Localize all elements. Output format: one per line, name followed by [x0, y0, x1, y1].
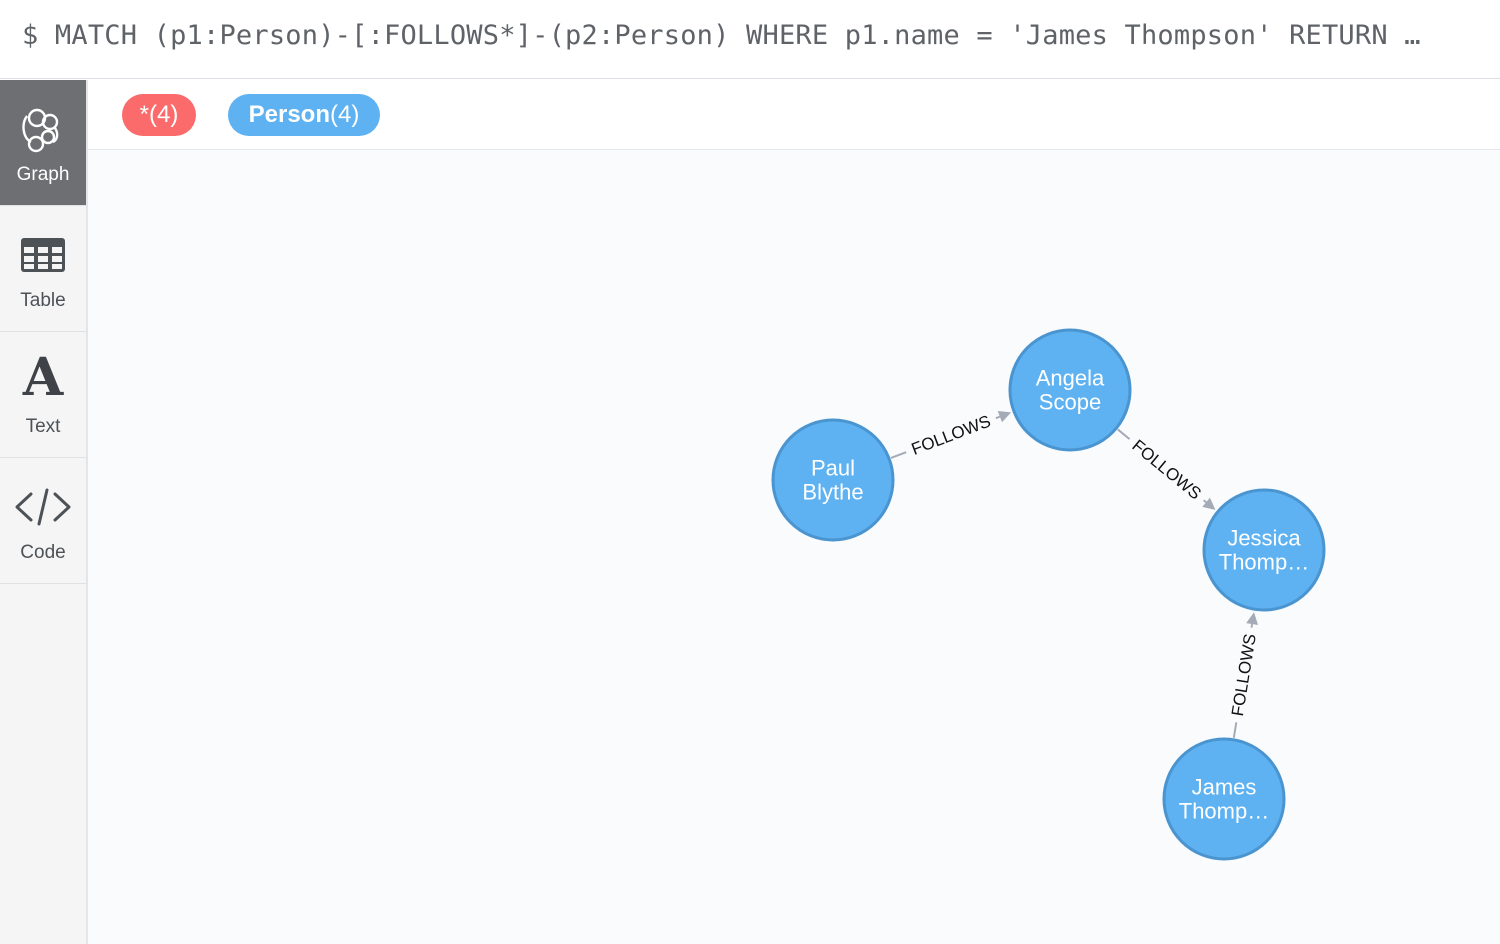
node-james[interactable]: JamesThomp… [1162, 737, 1286, 861]
label-tag-bar: *(4) Person(4) [88, 80, 1500, 150]
table-icon [21, 238, 65, 272]
relationship-label: FOLLOWS [909, 412, 993, 459]
relationship-line [890, 451, 907, 459]
view-sidebar: Graph Table A Text [0, 80, 88, 944]
sidebar-item-text[interactable]: A Text [0, 332, 86, 458]
relationships: FOLLOWS FOLLOWS FOLLOWS [890, 411, 1260, 738]
person-tag-name: Person [248, 101, 331, 128]
person-label-tag[interactable]: Person(4) [228, 94, 380, 136]
relationship-label: FOLLOWS [1129, 436, 1205, 504]
code-icon [15, 488, 71, 526]
relationship-follows[interactable]: FOLLOWS [1228, 612, 1260, 738]
person-tag-count: (4) [330, 101, 360, 128]
sidebar-item-label: Graph [16, 164, 70, 185]
query-bar[interactable]: $ MATCH (p1:Person)-[:FOLLOWS*]-(p2:Pers… [0, 0, 1500, 79]
relationship-line [995, 415, 1001, 420]
node-caption-line2: Blythe [802, 480, 863, 505]
node-caption-line2: Scope [1039, 390, 1101, 415]
node-circle [1202, 488, 1326, 612]
node-circle [1162, 737, 1286, 861]
node-circle [771, 418, 895, 542]
arrowhead-icon [997, 411, 1012, 423]
relationship-label: FOLLOWS [1228, 632, 1260, 717]
relationship-follows[interactable]: FOLLOWS [1117, 428, 1216, 510]
relationship-line [1232, 722, 1238, 738]
arrowhead-icon [1246, 612, 1259, 626]
arrowhead-icon [1202, 497, 1216, 510]
relationship-follows[interactable]: FOLLOWS [890, 411, 1012, 459]
query-text[interactable]: $ MATCH (p1:Person)-[:FOLLOWS*]-(p2:Pers… [22, 20, 1421, 51]
all-labels-tag[interactable]: *(4) [122, 94, 196, 136]
node-caption-line2: Thomp… [1179, 799, 1269, 824]
relationship-line [1117, 428, 1131, 440]
node-jessica[interactable]: JessicaThomp… [1202, 488, 1326, 612]
graph-icon [22, 108, 59, 153]
sidebar-item-code[interactable]: Code [0, 458, 86, 584]
text-icon: A [22, 347, 64, 408]
sidebar-item-table[interactable]: Table [0, 206, 86, 332]
nodes: PaulBlytheAngelaScopeJessicaThomp…JamesT… [771, 328, 1326, 861]
sidebar-item-label: Text [25, 416, 61, 437]
sidebar-item-graph[interactable]: Graph [0, 80, 86, 206]
sidebar-item-label: Code [20, 542, 66, 563]
node-caption-line1: Jessica [1227, 526, 1301, 551]
node-caption-line2: Thomp… [1219, 550, 1309, 575]
sidebar-item-label: Table [20, 290, 66, 311]
node-caption-line1: Paul [811, 456, 855, 481]
relationship-line [1203, 499, 1207, 504]
relationship-line [1250, 623, 1254, 628]
node-caption-line1: James [1192, 775, 1257, 800]
node-circle [1008, 328, 1132, 452]
node-caption-line1: Angela [1036, 366, 1105, 391]
